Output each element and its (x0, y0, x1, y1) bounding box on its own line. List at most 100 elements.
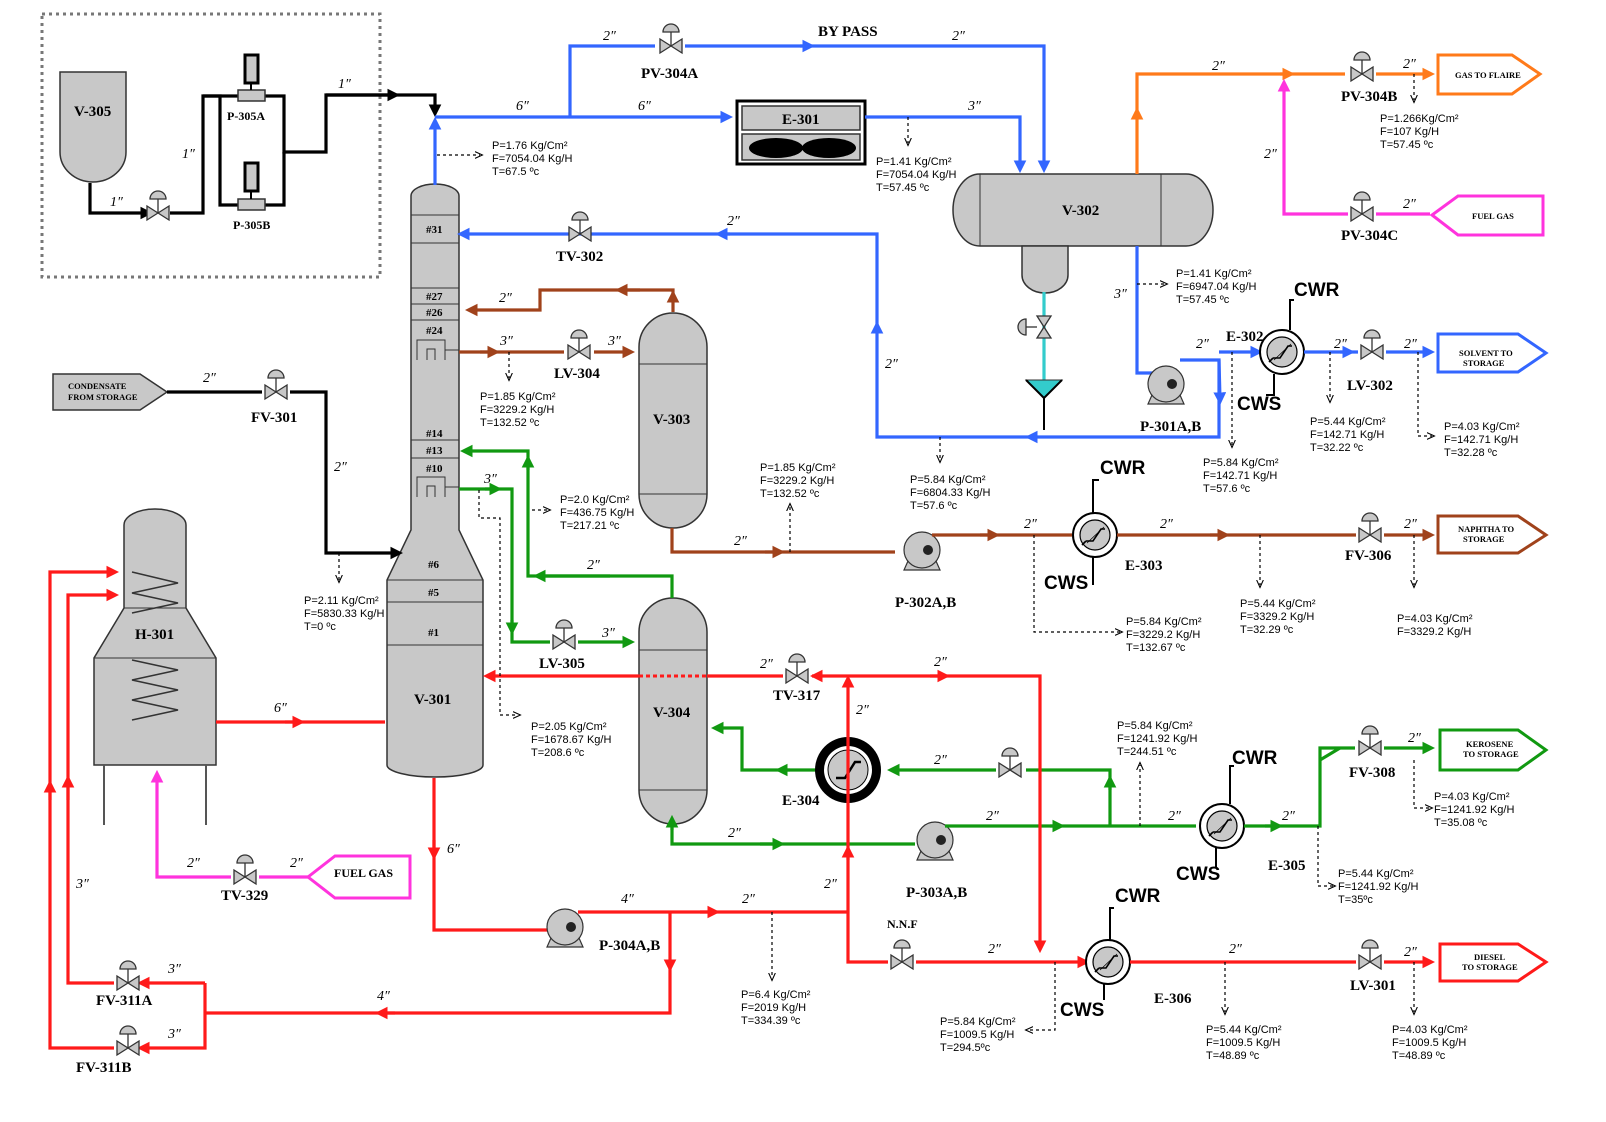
tray-27: #27 (426, 291, 443, 303)
e304-bypass-valve[interactable] (998, 747, 1022, 778)
size-e305-in: 2″ (1168, 809, 1181, 824)
size-e304-riser: 2″ (856, 703, 869, 718)
size-heater-out: 6″ (274, 701, 287, 716)
pv304a-valve[interactable] (659, 23, 683, 54)
fv306-label: FV-306 (1345, 548, 1392, 564)
lv301-label: LV-301 (1350, 978, 1396, 994)
v303-label: V-303 (653, 412, 690, 428)
size-fv311a: 3″ (167, 962, 181, 977)
fv311b-label: FV-311B (76, 1060, 132, 1076)
fv308-label: FV-308 (1349, 765, 1395, 781)
size-naphtha: 2″ (1404, 517, 1417, 532)
size-ker-draw: 3″ (483, 472, 497, 487)
size-e304-hot: 2″ (934, 655, 947, 670)
size-diesel-b: 2″ (1229, 942, 1242, 957)
e303-cwr: CWR (1100, 458, 1146, 479)
size-pass-a: 3″ (75, 877, 89, 892)
solvent-tag (1436, 332, 1549, 374)
air-cooler-e301: E-301 (735, 99, 867, 166)
size-lv305-out: 3″ (601, 626, 615, 641)
pump-p304ab (546, 908, 584, 948)
size-col-btm: 6″ (447, 842, 460, 857)
size-e303-out: 2″ (1160, 517, 1173, 532)
e306-cws: CWS (1060, 1000, 1104, 1021)
fv301-valve[interactable] (264, 369, 288, 400)
size-v304-vap: 2″ (587, 558, 600, 573)
v302-boot-drain-valve[interactable] (1017, 315, 1052, 339)
kerosene-tag (1438, 728, 1549, 772)
lv304-valve[interactable] (567, 329, 591, 360)
tray-1: #1 (428, 627, 439, 639)
fv311b-valve[interactable] (116, 1025, 140, 1056)
pv304c-valve[interactable] (1350, 191, 1374, 222)
tv329-valve[interactable] (233, 854, 257, 885)
e303-label: E-303 (1125, 558, 1163, 574)
e305-cws: CWS (1176, 864, 1220, 885)
nnf-valve[interactable] (890, 939, 914, 970)
vessel-v305: V-305 (59, 71, 127, 183)
pv304b-valve[interactable] (1350, 51, 1374, 82)
cooler-e305 (1199, 803, 1245, 849)
pv304c-label: PV-304C (1341, 228, 1398, 244)
size-ovhd-b: 6″ (638, 99, 651, 114)
tv317-valve[interactable] (785, 653, 809, 684)
diesel-tag (1438, 942, 1549, 983)
p305a-label: P-305A (227, 109, 265, 123)
size-e301-out: 3″ (967, 99, 981, 114)
drum-v302: V-302 (952, 173, 1214, 294)
size-ovhd-a: 6″ (516, 99, 529, 114)
v301-label: V-301 (414, 692, 451, 708)
size-lv304-in: 3″ (499, 334, 513, 349)
v302-label: V-302 (1062, 203, 1099, 219)
fv311a-label: FV-311A (96, 993, 153, 1009)
size-e305-out: 2″ (1282, 809, 1295, 824)
lv301-valve[interactable] (1358, 939, 1382, 970)
fv311a-valve[interactable] (116, 960, 140, 991)
lv305-valve[interactable] (552, 619, 576, 650)
lv305-label: LV-305 (539, 656, 585, 672)
tray-10: #10 (426, 463, 443, 475)
tv329-label: TV-329 (221, 888, 268, 904)
tv302-label: TV-302 (556, 249, 603, 265)
fv308-valve[interactable] (1358, 725, 1382, 756)
tv302-valve[interactable] (568, 211, 592, 242)
package-boundary (40, 12, 382, 279)
pump-p305a: P-305A (227, 53, 266, 123)
p302-label: P-302A,B (895, 595, 956, 611)
size-v303-btm: 2″ (734, 534, 747, 549)
nnf-label: N.N.F (887, 917, 918, 931)
tray-5: #5 (428, 587, 440, 599)
size-vent: 2″ (1212, 59, 1225, 74)
bypass-label: BY PASS (818, 24, 878, 40)
e305-label: E-305 (1268, 858, 1306, 874)
v305-label: V-305 (74, 104, 111, 120)
column-v301: #31 #27 #26 #24 #14 #13 #10 #6 #5 #1 V-3… (386, 183, 484, 778)
lv302-valve[interactable] (1360, 329, 1384, 360)
size-bypass-b: 2″ (952, 29, 965, 44)
fv306-valve[interactable] (1358, 512, 1382, 543)
cooler-e302 (1259, 329, 1305, 375)
lv304-label: LV-304 (554, 366, 600, 382)
size-e302-out: 2″ (1334, 337, 1347, 352)
v305-outlet-valve[interactable] (146, 190, 170, 221)
size-lv304-out: 3″ (607, 334, 621, 349)
size-bypass-a: 2″ (603, 29, 616, 44)
pump-p303ab (916, 821, 954, 861)
